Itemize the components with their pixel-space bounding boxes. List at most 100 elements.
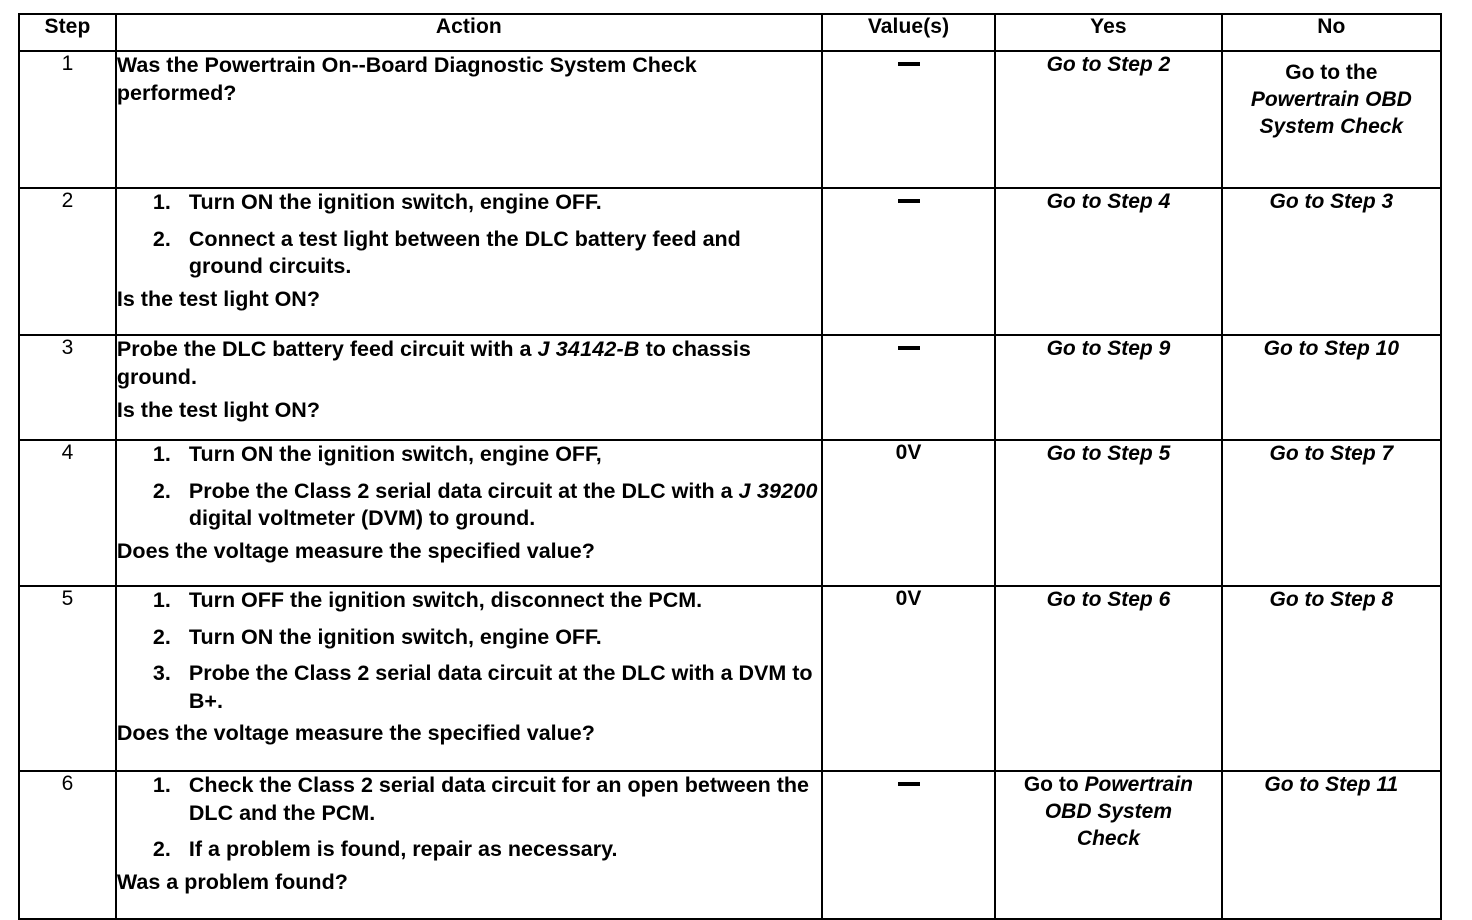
action-list-item: 2. Probe the Class 2 serial data circuit… [117,478,821,533]
action-step-list: 1. Check the Class 2 serial data circuit… [117,772,821,864]
yes-cell: Go to Step 5 [994,439,1223,587]
list-marker: 1. [152,442,171,466]
action-cell: 1. Turn ON the ignition switch, engine O… [114,439,823,587]
action-list-item: 1. Turn ON the ignition switch, engine O… [117,441,821,469]
action-text: Probe the DLC battery feed circuit with … [117,336,821,392]
no-cell: Go to Step 10 [1220,334,1443,441]
no-cell: Go to Step 8 [1220,585,1443,772]
list-text: Turn ON the ignition switch, engine OFF, [188,442,602,466]
yes-cell: Go to Step 2 [994,50,1223,189]
table-row: 5 1. Turn OFF the ignition switch, disco… [18,585,1443,772]
action-question: Does the voltage measure the specified v… [116,721,595,746]
diagnostic-step-table: Step Action Value(s) Yes No 1 Was the Po… [18,13,1443,920]
list-text: Turn ON the ignition switch, engine OFF. [188,190,602,214]
yes-text: Go to Step 6 [1046,588,1171,611]
value-cell [820,334,997,441]
tool-reference: J 39200 [738,478,818,503]
table-header: Step Action Value(s) Yes No [18,13,1443,52]
value-cell: 0V [820,439,997,587]
yes-target-1: Powertrain [1084,773,1194,796]
no-text: Go to Step 7 [1269,442,1394,465]
no-text-line-1: Powertrain OBD [1250,87,1412,111]
value-cell [820,770,997,920]
no-text: Go to Step 3 [1269,190,1394,213]
em-dash-icon [897,62,920,67]
action-step-list: 1. Turn ON the ignition switch, engine O… [117,441,821,533]
em-dash-icon [897,199,920,204]
list-marker: 3. [152,661,171,686]
list-text: Connect a test light between the DLC bat… [188,226,741,279]
list-text: If a problem is found, repair as necessa… [188,837,618,862]
table-row: 4 1. Turn ON the ignition switch, engine… [18,439,1443,587]
action-text: Was the Powertrain On--Board Diagnostic … [116,53,697,105]
action-question: Was a problem found? [116,869,348,894]
header-row: Step Action Value(s) Yes No [18,13,1443,52]
yes-text-line-2: OBD System [1044,799,1173,823]
header-yes: Yes [994,13,1223,52]
action-step-list: 1. Turn OFF the ignition switch, disconn… [117,587,821,715]
step-number: 1 [18,50,117,189]
yes-text: Go to Step 9 [1046,337,1171,360]
list-marker: 2. [152,478,171,503]
list-text-post: digital voltmeter (DVM) to ground. [188,506,536,531]
list-text: Turn ON the ignition switch, engine OFF. [188,624,602,649]
step-number: 2 [18,187,117,336]
action-step-list: 1. Turn ON the ignition switch, engine O… [117,189,821,281]
list-text: Probe the Class 2 serial data circuit at… [188,661,813,713]
yes-text: Go to Step 5 [1046,442,1171,465]
step-number: 3 [18,334,117,441]
no-prefix: Go to the [1285,61,1378,84]
action-list-item: 2. If a problem is found, repair as nece… [117,836,821,864]
value-cell [820,50,997,189]
action-list-item: 1. Check the Class 2 serial data circuit… [117,772,821,827]
table-row: 6 1. Check the Class 2 serial data circu… [18,770,1443,920]
action-cell: 1. Turn ON the ignition switch, engine O… [114,187,823,336]
action-list-item: 1. Turn OFF the ignition switch, disconn… [117,587,821,615]
action-list-item: 1. Turn ON the ignition switch, engine O… [117,189,821,217]
no-text: Go to Step 10 [1263,337,1399,360]
action-list-item: 2. Connect a test light between the DLC … [117,226,821,281]
table-row: 1 Was the Powertrain On--Board Diagnosti… [18,50,1443,189]
yes-text: Go to Step 2 [1046,53,1171,76]
table-row: 3 Probe the DLC battery feed circuit wit… [18,334,1443,441]
header-action: Action [114,13,823,52]
action-text-pre: Probe the DLC battery feed circuit with … [116,337,538,361]
step-number: 4 [18,439,117,587]
header-value: Value(s) [820,13,997,52]
action-cell: 1. Turn OFF the ignition switch, disconn… [114,585,823,772]
header-no: No [1220,13,1443,52]
yes-text-line-3: Check [1076,826,1140,850]
yes-cell: Go to Step 6 [994,585,1223,772]
action-question: Is the test light ON? [116,397,320,422]
no-cell: Go to Step 11 [1220,770,1443,920]
em-dash-icon [897,782,920,787]
yes-cell: Go to Step 9 [994,334,1223,441]
action-question: Does the voltage measure the specified v… [116,538,595,563]
no-cell: Go to the Powertrain OBD System Check [1220,50,1443,189]
step-number: 5 [18,585,117,772]
list-text-pre: Probe the Class 2 serial data circuit at… [188,478,739,503]
header-step: Step [18,13,117,52]
list-text: Check the Class 2 serial data circuit fo… [188,773,810,825]
action-cell: Was the Powertrain On--Board Diagnostic … [114,50,823,189]
list-marker: 1. [152,588,171,612]
value-cell [820,187,997,336]
action-text-post: to chassis ground. [116,337,751,389]
table-body: 1 Was the Powertrain On--Board Diagnosti… [18,50,1443,920]
action-cell: 1. Check the Class 2 serial data circuit… [114,770,823,920]
yes-prefix: Go to [1023,773,1085,796]
list-marker: 2. [152,226,171,251]
no-text-line-2: System Check [1259,114,1404,138]
list-marker: 1. [152,773,171,797]
yes-text: Go to Step 4 [1046,190,1171,213]
yes-cell: Go to Powertrain OBD System Check [994,770,1223,920]
tool-reference: J 34142-B [537,337,640,361]
list-marker: 2. [152,837,171,862]
value-cell: 0V [820,585,997,772]
action-cell: Probe the DLC battery feed circuit with … [114,334,823,441]
em-dash-icon [897,346,920,351]
yes-cell: Go to Step 4 [994,187,1223,336]
list-marker: 2. [152,624,171,649]
list-marker: 1. [152,190,171,214]
